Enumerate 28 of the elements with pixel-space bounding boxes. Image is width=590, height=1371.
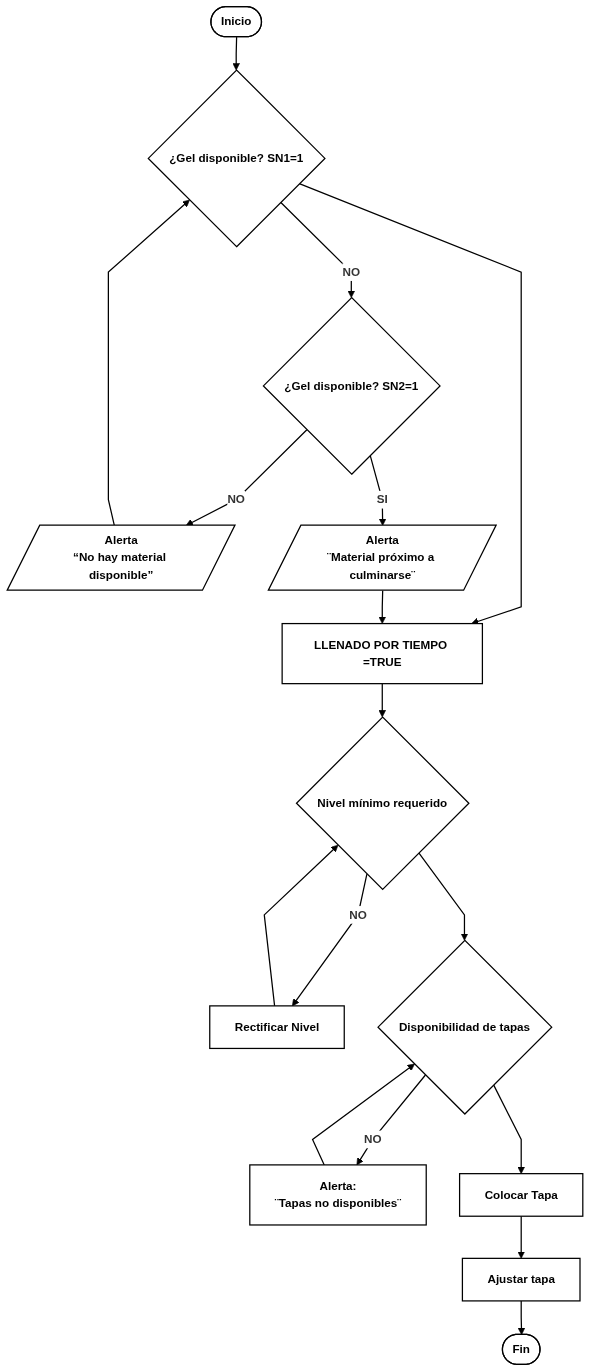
edge-label: NO: [364, 1132, 382, 1146]
edge-label: NO: [349, 907, 367, 922]
node-box: Ajustar tapa: [461, 1257, 581, 1302]
arrow: [418, 852, 469, 941]
arrow: [517, 1215, 525, 1259]
node-diamond: ¿Gel disponible? SN1=1: [147, 69, 326, 248]
arrow: [263, 844, 339, 1007]
node-diamond: ¿Gel disponible? SN2=1: [262, 296, 441, 476]
node-box: Alerta: ¨Tapas no disponibles¨: [249, 1164, 427, 1226]
node-box: Rectificar Nivel: [209, 1005, 345, 1050]
arrow: [356, 1074, 427, 1166]
node-diamond: Disponibilidad de tapas: [377, 939, 553, 1115]
arrow: [517, 1300, 526, 1336]
arrow: [311, 1063, 415, 1166]
arrow: [280, 201, 355, 298]
arrow: [493, 1084, 525, 1174]
edge-label: NO: [342, 265, 361, 279]
arrow: [185, 429, 308, 526]
node-diamond: Nivel mínimo requerido: [295, 716, 470, 891]
arrow: [378, 683, 386, 718]
arrow: [298, 182, 522, 625]
edge-label: SI: [376, 492, 388, 506]
arrow: [232, 36, 240, 71]
edge-label: NO: [227, 492, 245, 506]
node-box: Colocar Tapa: [458, 1173, 584, 1217]
arrow: [378, 590, 386, 624]
node-box: LLENADO POR TIEMPO =TRUE: [281, 622, 484, 685]
arrow: [292, 873, 368, 1007]
